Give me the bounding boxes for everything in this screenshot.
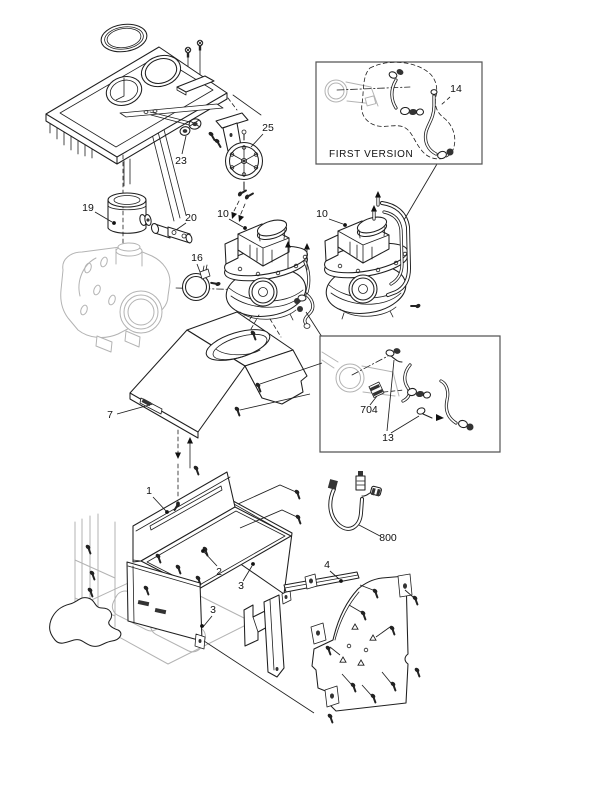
callout-3-lower: 3 xyxy=(200,604,216,628)
seal-plate xyxy=(50,598,121,647)
callout-4: 4 xyxy=(324,559,343,583)
ghost-burner-sketch xyxy=(325,80,378,106)
control-link-20 xyxy=(150,223,192,244)
callout-10b-label: 10 xyxy=(316,208,328,220)
callout-13: 13 xyxy=(382,360,419,444)
top-cover-plate xyxy=(46,47,261,186)
burner-assembly-right xyxy=(321,191,423,320)
callout-10a-label: 10 xyxy=(217,208,229,220)
callout-20-label: 20 xyxy=(185,212,197,224)
cable-800 xyxy=(327,471,382,529)
clip-704 xyxy=(369,382,384,398)
callout-4-label: 4 xyxy=(324,559,330,571)
rear-panel-screws xyxy=(322,585,424,724)
hose-assembly-13 xyxy=(369,348,474,431)
boiler-tank-ghost xyxy=(61,243,170,352)
callout-23: 23 xyxy=(175,136,187,167)
callout-14: 14 xyxy=(441,83,462,105)
callout-704: 704 xyxy=(360,396,378,416)
clamp-ring-16 xyxy=(183,265,223,301)
callout-2-label: 2 xyxy=(216,566,222,578)
callout-800-label: 800 xyxy=(379,532,397,544)
callout-25-label: 25 xyxy=(262,122,274,134)
side-panel-3-left xyxy=(127,562,205,649)
mounting-rail xyxy=(284,572,359,592)
callout-25: 25 xyxy=(251,122,274,147)
callout-7: 7 xyxy=(107,404,153,421)
hood-7 xyxy=(130,312,322,498)
ghost-burner-sketch-2 xyxy=(322,352,399,396)
o-ring-gasket xyxy=(99,21,148,54)
fuel-knobs-23 xyxy=(179,117,225,148)
hose-assembly-14 xyxy=(362,62,455,160)
callout-800: 800 xyxy=(359,525,397,544)
rear-panel-4 xyxy=(204,572,424,724)
callout-3-upper: 3 xyxy=(238,562,255,592)
callout-19: 19 xyxy=(82,202,116,225)
callouts: 23 25 19 20 16 10 10 14 7 704 13 1 xyxy=(82,83,462,628)
panel-fastener-leaders xyxy=(238,485,305,528)
callout-3a-label: 3 xyxy=(238,580,244,592)
callout-2: 2 xyxy=(201,549,222,578)
back-panel-1 xyxy=(133,472,235,562)
callout-19-label: 19 xyxy=(82,202,94,214)
callout-14-label: 14 xyxy=(450,83,462,95)
detail-box xyxy=(320,336,500,452)
callout-7-label: 7 xyxy=(107,409,113,421)
vertical-strip-panel xyxy=(264,595,284,677)
callout-16: 16 xyxy=(191,252,203,272)
callout-13-label: 13 xyxy=(382,432,394,444)
callout-16-label: 16 xyxy=(191,252,203,264)
callout-1-label: 1 xyxy=(146,485,152,497)
inset-first-version xyxy=(316,62,482,220)
callout-20: 20 xyxy=(176,212,197,230)
burner-assembly-left xyxy=(221,216,312,337)
callout-3b-label: 3 xyxy=(210,604,216,616)
callout-10-right: 10 xyxy=(316,208,347,227)
burner-flange-25 xyxy=(226,130,263,224)
callout-704-label: 704 xyxy=(360,404,378,416)
burner-sleeve-19 xyxy=(108,193,152,233)
inset-detail xyxy=(306,312,500,452)
callout-23-label: 23 xyxy=(175,155,187,167)
first-version-caption: FIRST VERSION xyxy=(329,149,413,160)
callout-1: 1 xyxy=(146,485,169,514)
callout-10-left: 10 xyxy=(217,208,247,230)
